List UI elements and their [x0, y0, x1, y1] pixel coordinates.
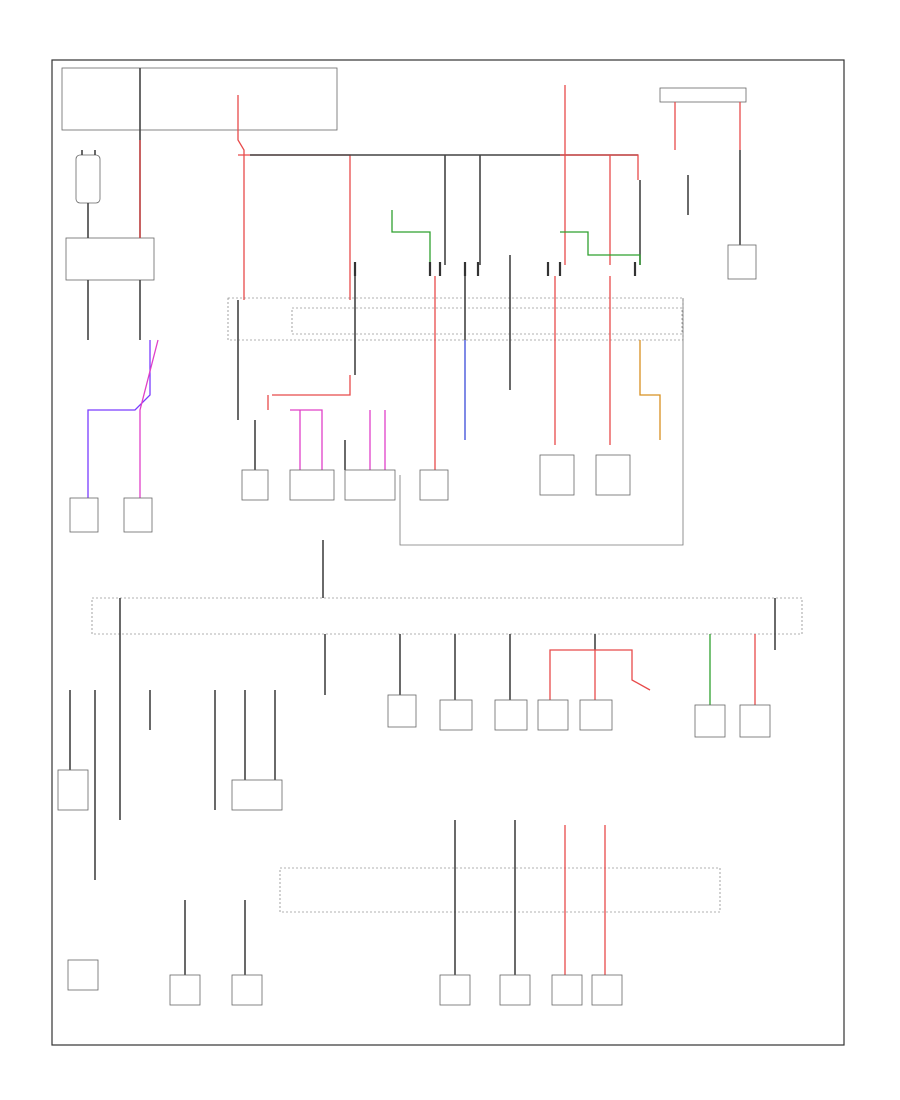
module-low-3	[494, 699, 528, 731]
red-branch-mid	[272, 375, 351, 396]
upper-fuse-block-inner	[291, 307, 683, 335]
module-low-7	[739, 704, 771, 738]
green-wire-top	[391, 210, 431, 265]
module-top-right	[659, 87, 747, 103]
module-bottom-7	[591, 974, 623, 1006]
violet-wire-left	[87, 340, 151, 498]
module-low-2	[439, 699, 473, 731]
module-mid-5	[539, 454, 575, 496]
mid-frame-right	[399, 298, 684, 546]
top-left-box	[61, 67, 338, 131]
module-left-2	[123, 497, 153, 533]
module-mid-3	[344, 469, 396, 501]
pink-wire-left	[139, 339, 159, 498]
module-bottom-2	[169, 974, 201, 1006]
module-top-right-lower	[727, 244, 757, 280]
module-left-lower-2	[231, 779, 283, 811]
module-bottom-1	[67, 959, 99, 991]
module-left-1	[69, 497, 99, 533]
green-wire-right	[560, 231, 641, 265]
module-low-5	[579, 699, 613, 731]
pink-branch	[290, 409, 323, 470]
module-bottom-5	[499, 974, 531, 1006]
top-red-bus	[238, 154, 351, 300]
module-low-1	[387, 694, 417, 728]
module-left-lower-1	[57, 769, 89, 811]
battery-junction-box	[65, 237, 155, 281]
top-bus-red-right	[560, 154, 639, 180]
module-bottom-4	[439, 974, 471, 1006]
fuse-block-top-markers	[353, 262, 637, 276]
module-low-6	[694, 704, 726, 738]
battery-symbol	[75, 150, 101, 204]
module-mid-4	[419, 469, 449, 501]
module-mid-1	[241, 469, 269, 501]
module-mid-2	[289, 469, 335, 501]
module-bottom-3	[231, 974, 263, 1006]
module-mid-6	[595, 454, 631, 496]
module-low-4	[537, 699, 569, 731]
fuse-link-wire	[237, 95, 245, 300]
lower-fuse-block	[91, 597, 803, 635]
bottom-fuse-block	[279, 867, 721, 913]
orange-wire	[639, 340, 661, 440]
module-bottom-6	[551, 974, 583, 1006]
diagram-frame	[51, 59, 845, 1046]
lower-red-branch	[549, 649, 651, 700]
